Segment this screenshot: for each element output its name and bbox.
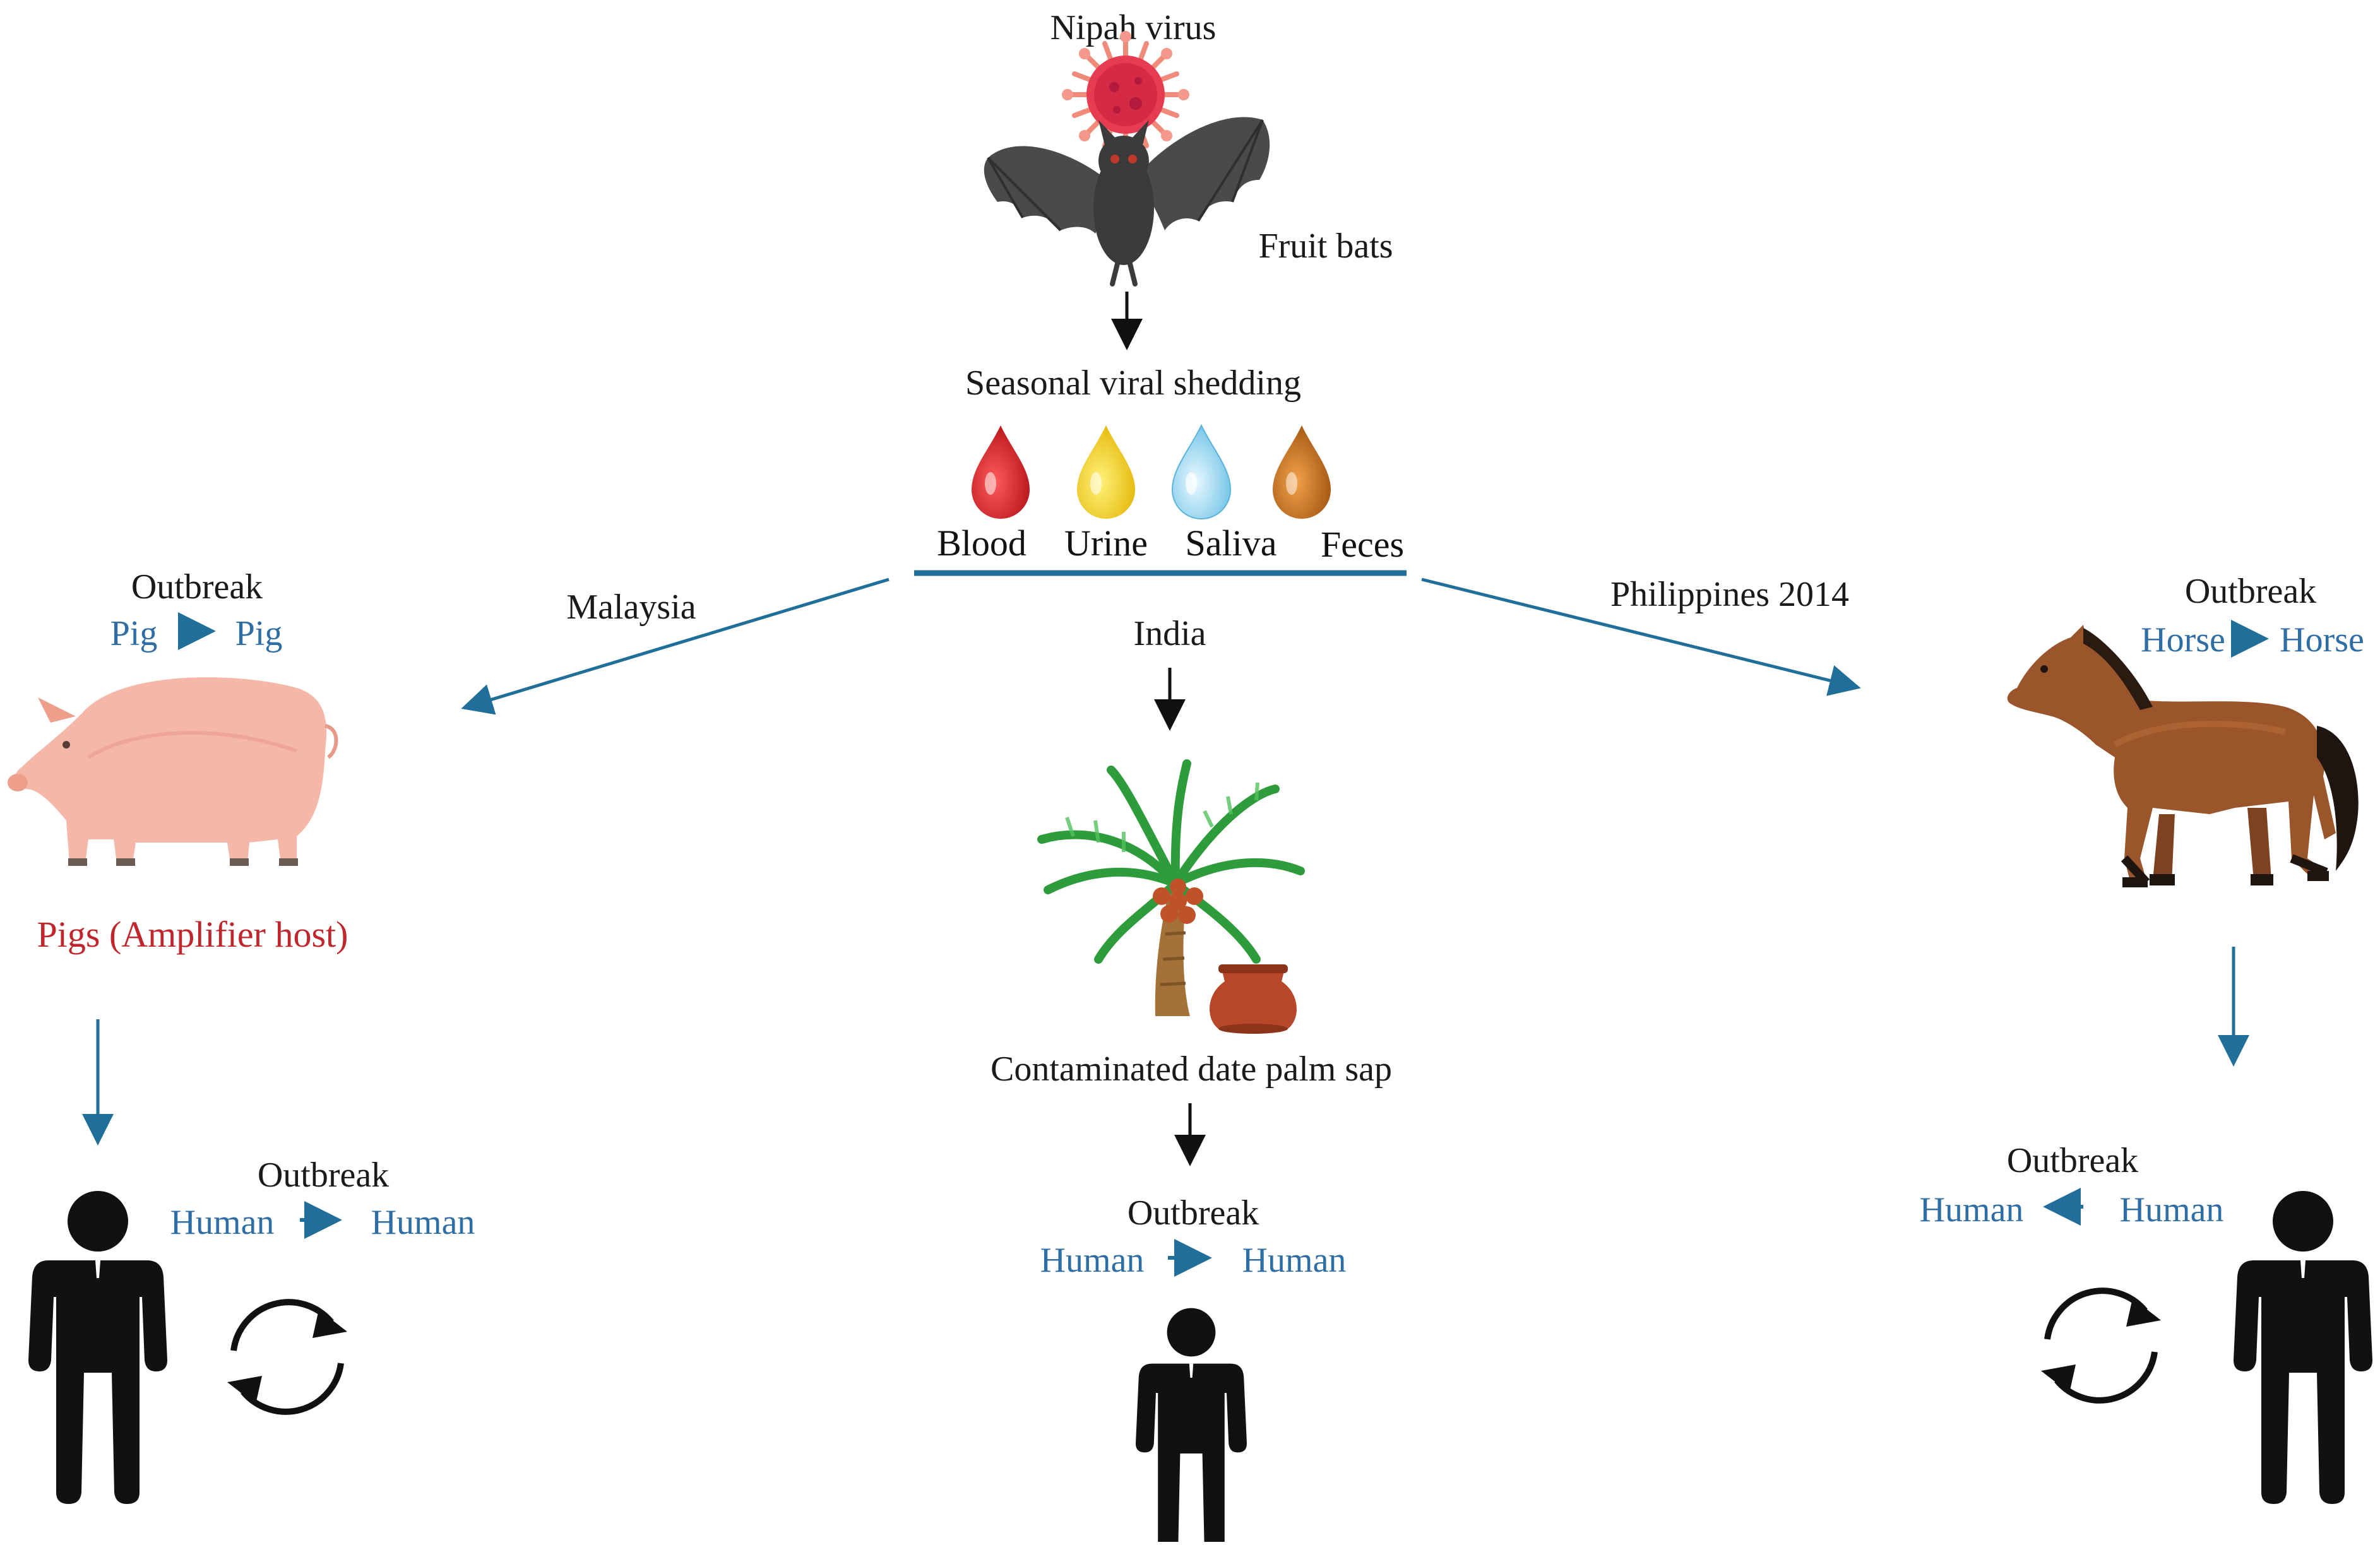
- fluid-urine: Urine: [1064, 523, 1148, 564]
- route-india: India: [1133, 614, 1206, 653]
- fluid-blood: Blood: [937, 523, 1026, 564]
- center-human-to-label: Human: [1242, 1241, 1347, 1280]
- right-human-outbreak-label: Outbreak: [2007, 1141, 2138, 1180]
- pig-to-label: Pig: [235, 614, 283, 653]
- bat-label: Fruit bats: [1258, 227, 1393, 266]
- virus-icon: [1062, 31, 1189, 158]
- left-human-to-label: Human: [371, 1203, 475, 1242]
- route-malaysia: Malaysia: [566, 588, 696, 627]
- malaysia-route-arrow: [461, 577, 890, 715]
- right-human-from-label: Human: [1920, 1190, 2024, 1229]
- pig-outbreak-label: Outbreak: [131, 567, 263, 607]
- pig-from-label: Pig: [110, 614, 158, 653]
- pig-icon: [8, 677, 338, 866]
- urine-drop-icon: [1077, 425, 1135, 519]
- blood-drop-icon: [972, 425, 1030, 519]
- center-human-icon: [1136, 1308, 1247, 1545]
- saliva-drop-icon: [1171, 423, 1232, 519]
- date-palm-icon: [1037, 759, 1305, 1034]
- right-human-icon: [2234, 1191, 2372, 1504]
- philippines-route-arrow: [1421, 577, 1861, 696]
- center-human-from-label: Human: [1040, 1241, 1145, 1280]
- shedding-label: Seasonal viral shedding: [965, 364, 1301, 403]
- horse-outbreak-label: Outbreak: [2185, 572, 2316, 611]
- right-human-to-label: Human: [2120, 1190, 2224, 1229]
- left-cycle-icon: [227, 1299, 347, 1415]
- horse-to-label: Horse: [2280, 620, 2364, 660]
- right-cycle-icon: [2041, 1288, 2161, 1404]
- fluid-saliva: Saliva: [1186, 523, 1277, 564]
- horse-from-label: Horse: [2141, 620, 2225, 660]
- pig-host-label: Pigs (Amplifier host): [37, 914, 348, 955]
- bat-icon: [984, 117, 1270, 287]
- route-philippines: Philippines 2014: [1610, 575, 1849, 614]
- horse-icon: [2007, 625, 2359, 887]
- fluid-feces: Feces: [1321, 524, 1404, 565]
- virus-label: Nipah virus: [1050, 8, 1217, 47]
- left-human-outbreak-label: Outbreak: [258, 1156, 389, 1195]
- center-outbreak-label: Outbreak: [1128, 1193, 1259, 1233]
- left-human-from-label: Human: [170, 1203, 275, 1242]
- sap-label: Contaminated date palm sap: [991, 1050, 1392, 1089]
- feces-drop-icon: [1273, 425, 1331, 519]
- left-human-icon: [28, 1191, 167, 1504]
